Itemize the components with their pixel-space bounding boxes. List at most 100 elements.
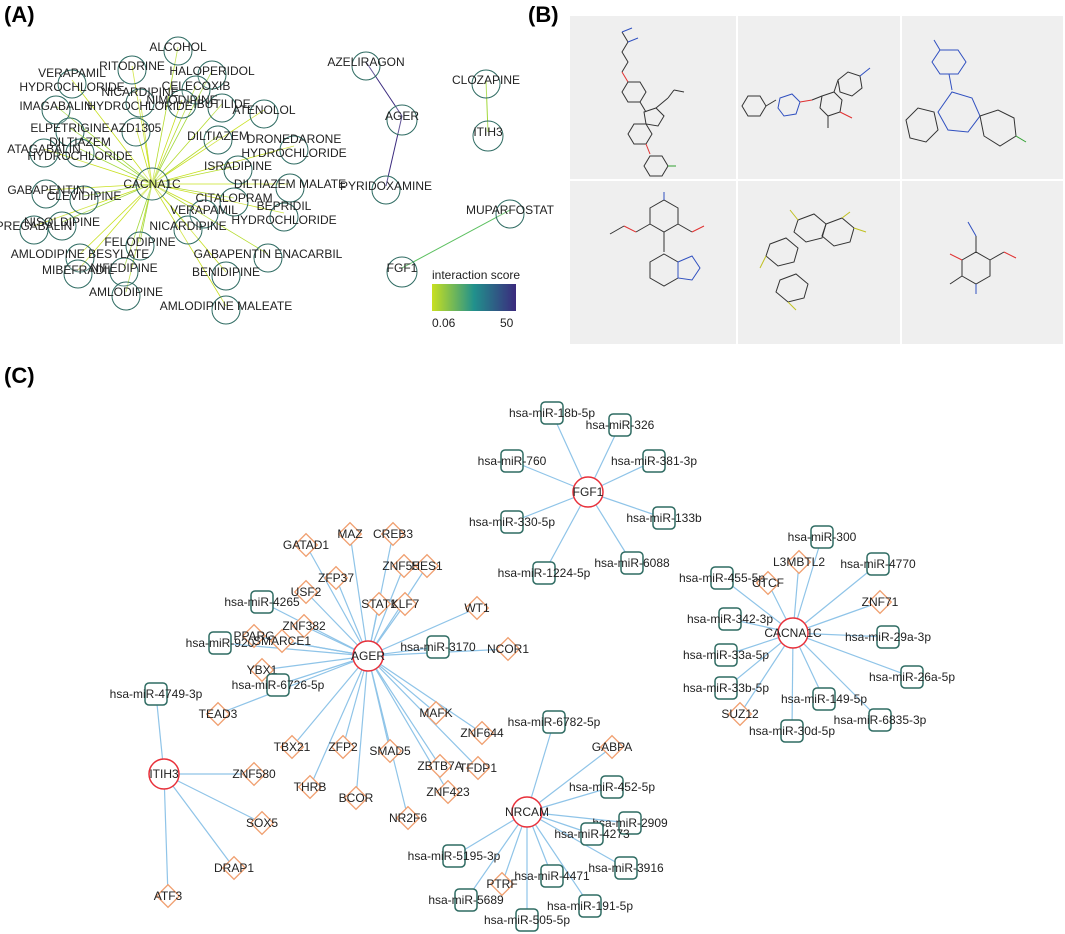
mirna-node-hsa-mir-30d-5p[interactable] <box>780 719 804 743</box>
tf-node-maz[interactable] <box>337 521 363 547</box>
gene-node-fgf1[interactable] <box>386 256 418 288</box>
mirna-node-hsa-mir-381-3p[interactable] <box>642 449 666 473</box>
mirna-node-hsa-mir-6088[interactable] <box>620 551 644 575</box>
tf-node-pparg[interactable] <box>241 623 267 649</box>
mirna-node-hsa-mir-5195-3p[interactable] <box>442 844 466 868</box>
mirna-node-hsa-mir-1224-5p[interactable] <box>532 561 556 585</box>
drug-node-diltiazem-hydrochloride[interactable] <box>65 138 95 168</box>
tf-node-znf558[interactable] <box>391 553 417 579</box>
drug-node-nisoldipine[interactable] <box>47 211 77 241</box>
drug-node-nifedipine[interactable] <box>109 257 139 287</box>
drug-node-atenolol[interactable] <box>249 99 279 129</box>
mirna-node-hsa-mir-455-5p[interactable] <box>710 566 734 590</box>
mirna-node-hsa-mir-760[interactable] <box>500 449 524 473</box>
tf-node-smad5[interactable] <box>377 738 403 764</box>
drug-node-bepridil-hydrochloride[interactable] <box>269 202 299 232</box>
mirna-node-hsa-mir-33a-5p[interactable] <box>714 643 738 667</box>
drug-node-imagabalin[interactable] <box>41 95 71 125</box>
mirna-node-hsa-mir-133b[interactable] <box>652 506 676 530</box>
mirna-node-hsa-mir-3170[interactable] <box>426 635 450 659</box>
mirna-node-hsa-mir-4471[interactable] <box>540 864 564 888</box>
mirna-node-hsa-mir-29a-3p[interactable] <box>876 625 900 649</box>
drug-node-nimodipine[interactable] <box>167 89 197 119</box>
gene-node-itih3[interactable] <box>148 758 180 790</box>
drug-node-gabapentin[interactable] <box>31 179 61 209</box>
drug-node-azeliragon[interactable] <box>351 51 381 81</box>
drug-node-pyridoxamine[interactable] <box>371 175 401 205</box>
drug-node-gabapentin-enacarbil[interactable] <box>253 243 283 273</box>
tf-node-zfp2[interactable] <box>330 734 356 760</box>
tf-node-ptrf[interactable] <box>489 871 515 897</box>
tf-node-l3mbtl2[interactable] <box>786 549 812 575</box>
mirna-node-hsa-mir-342-3p[interactable] <box>718 607 742 631</box>
mirna-node-hsa-mir-326[interactable] <box>608 413 632 437</box>
drug-node-citalopram[interactable] <box>219 187 249 217</box>
mirna-node-hsa-mir-6726-5p[interactable] <box>266 673 290 697</box>
tf-node-ncor1[interactable] <box>495 636 521 662</box>
gene-node-nrcam[interactable] <box>511 796 543 828</box>
drug-node-diltiazem[interactable] <box>203 125 233 155</box>
tf-node-gabpa[interactable] <box>599 734 625 760</box>
mirna-node-hsa-mir-452-5p[interactable] <box>600 775 624 799</box>
mirna-node-hsa-mir-18b-5p[interactable] <box>540 401 564 425</box>
tf-node-ctcf[interactable] <box>755 570 781 596</box>
tf-node-usf2[interactable] <box>293 579 319 605</box>
gene-node-itih3[interactable] <box>472 120 504 152</box>
mirna-node-hsa-mir-6835-3p[interactable] <box>868 708 892 732</box>
tf-node-tfdp1[interactable] <box>465 755 491 781</box>
drug-node-nicardipine[interactable] <box>173 215 203 245</box>
mirna-node-hsa-mir-2909[interactable] <box>618 811 642 835</box>
gene-node-cacna1c[interactable] <box>777 617 809 649</box>
tf-node-znf644[interactable] <box>469 720 495 746</box>
tf-node-zfp37[interactable] <box>323 565 349 591</box>
drug-node-benidipine[interactable] <box>211 261 241 291</box>
drug-node-mibefradil[interactable] <box>63 259 93 289</box>
drug-node-alcohol[interactable] <box>163 36 193 66</box>
tf-node-stat1[interactable] <box>366 591 392 617</box>
tf-node-thrb[interactable] <box>297 774 323 800</box>
drug-node-pregabalin[interactable] <box>19 215 49 245</box>
mirna-node-hsa-mir-300[interactable] <box>810 525 834 549</box>
tf-node-hes1[interactable] <box>414 553 440 579</box>
drug-node-muparfostat[interactable] <box>495 199 525 229</box>
mirna-node-hsa-mir-4770[interactable] <box>866 552 890 576</box>
drug-node-amlodipine-maleate[interactable] <box>211 295 241 325</box>
drug-node-ritodrine[interactable] <box>117 55 147 85</box>
tf-node-nr2f6[interactable] <box>395 805 421 831</box>
mirna-node-hsa-mir-149-5p[interactable] <box>812 687 836 711</box>
tf-node-bcor[interactable] <box>343 785 369 811</box>
tf-node-sox5[interactable] <box>249 810 275 836</box>
drug-node-amlodipine[interactable] <box>111 281 141 311</box>
tf-node-gatad1[interactable] <box>293 532 319 558</box>
mirna-node-hsa-mir-3916[interactable] <box>614 856 638 880</box>
drug-node-clozapine[interactable] <box>471 69 501 99</box>
mirna-node-hsa-mir-4265[interactable] <box>250 590 274 614</box>
drug-node-amlodipine-besylate[interactable] <box>65 243 95 273</box>
mirna-node-hsa-mir-6782-5p[interactable] <box>542 710 566 734</box>
drug-node-verapamil[interactable] <box>189 199 219 229</box>
tf-node-atf3[interactable] <box>155 883 181 909</box>
tf-node-tbx21[interactable] <box>279 734 305 760</box>
drug-node-haloperidol[interactable] <box>197 60 227 90</box>
tf-node-znf580[interactable] <box>241 761 267 787</box>
drug-node-diltiazem-malate[interactable] <box>275 173 305 203</box>
mirna-node-hsa-mir-920[interactable] <box>208 631 232 655</box>
drug-node-verapamil-hydrochloride[interactable] <box>57 69 87 99</box>
gene-node-cacna1c[interactable] <box>135 167 169 201</box>
tf-node-znf382[interactable] <box>291 613 317 639</box>
drug-node-isradipine[interactable] <box>223 155 253 185</box>
tf-node-creb3[interactable] <box>380 521 406 547</box>
tf-node-mafk[interactable] <box>423 700 449 726</box>
drug-node-ibutilide[interactable] <box>207 93 237 123</box>
drug-node-azd1305[interactable] <box>121 117 151 147</box>
mirna-node-hsa-mir-330-5p[interactable] <box>500 510 524 534</box>
gene-node-ager[interactable] <box>386 104 418 136</box>
mirna-node-hsa-mir-4749-3p[interactable] <box>144 682 168 706</box>
mirna-node-hsa-mir-5689[interactable] <box>454 888 478 912</box>
tf-node-zbtb7a[interactable] <box>427 753 453 779</box>
mirna-node-hsa-mir-4273[interactable] <box>580 822 604 846</box>
mirna-node-hsa-mir-505-5p[interactable] <box>515 908 539 932</box>
tf-node-klf7[interactable] <box>392 591 418 617</box>
mirna-node-hsa-mir-33b-5p[interactable] <box>714 676 738 700</box>
tf-node-tead3[interactable] <box>205 701 231 727</box>
